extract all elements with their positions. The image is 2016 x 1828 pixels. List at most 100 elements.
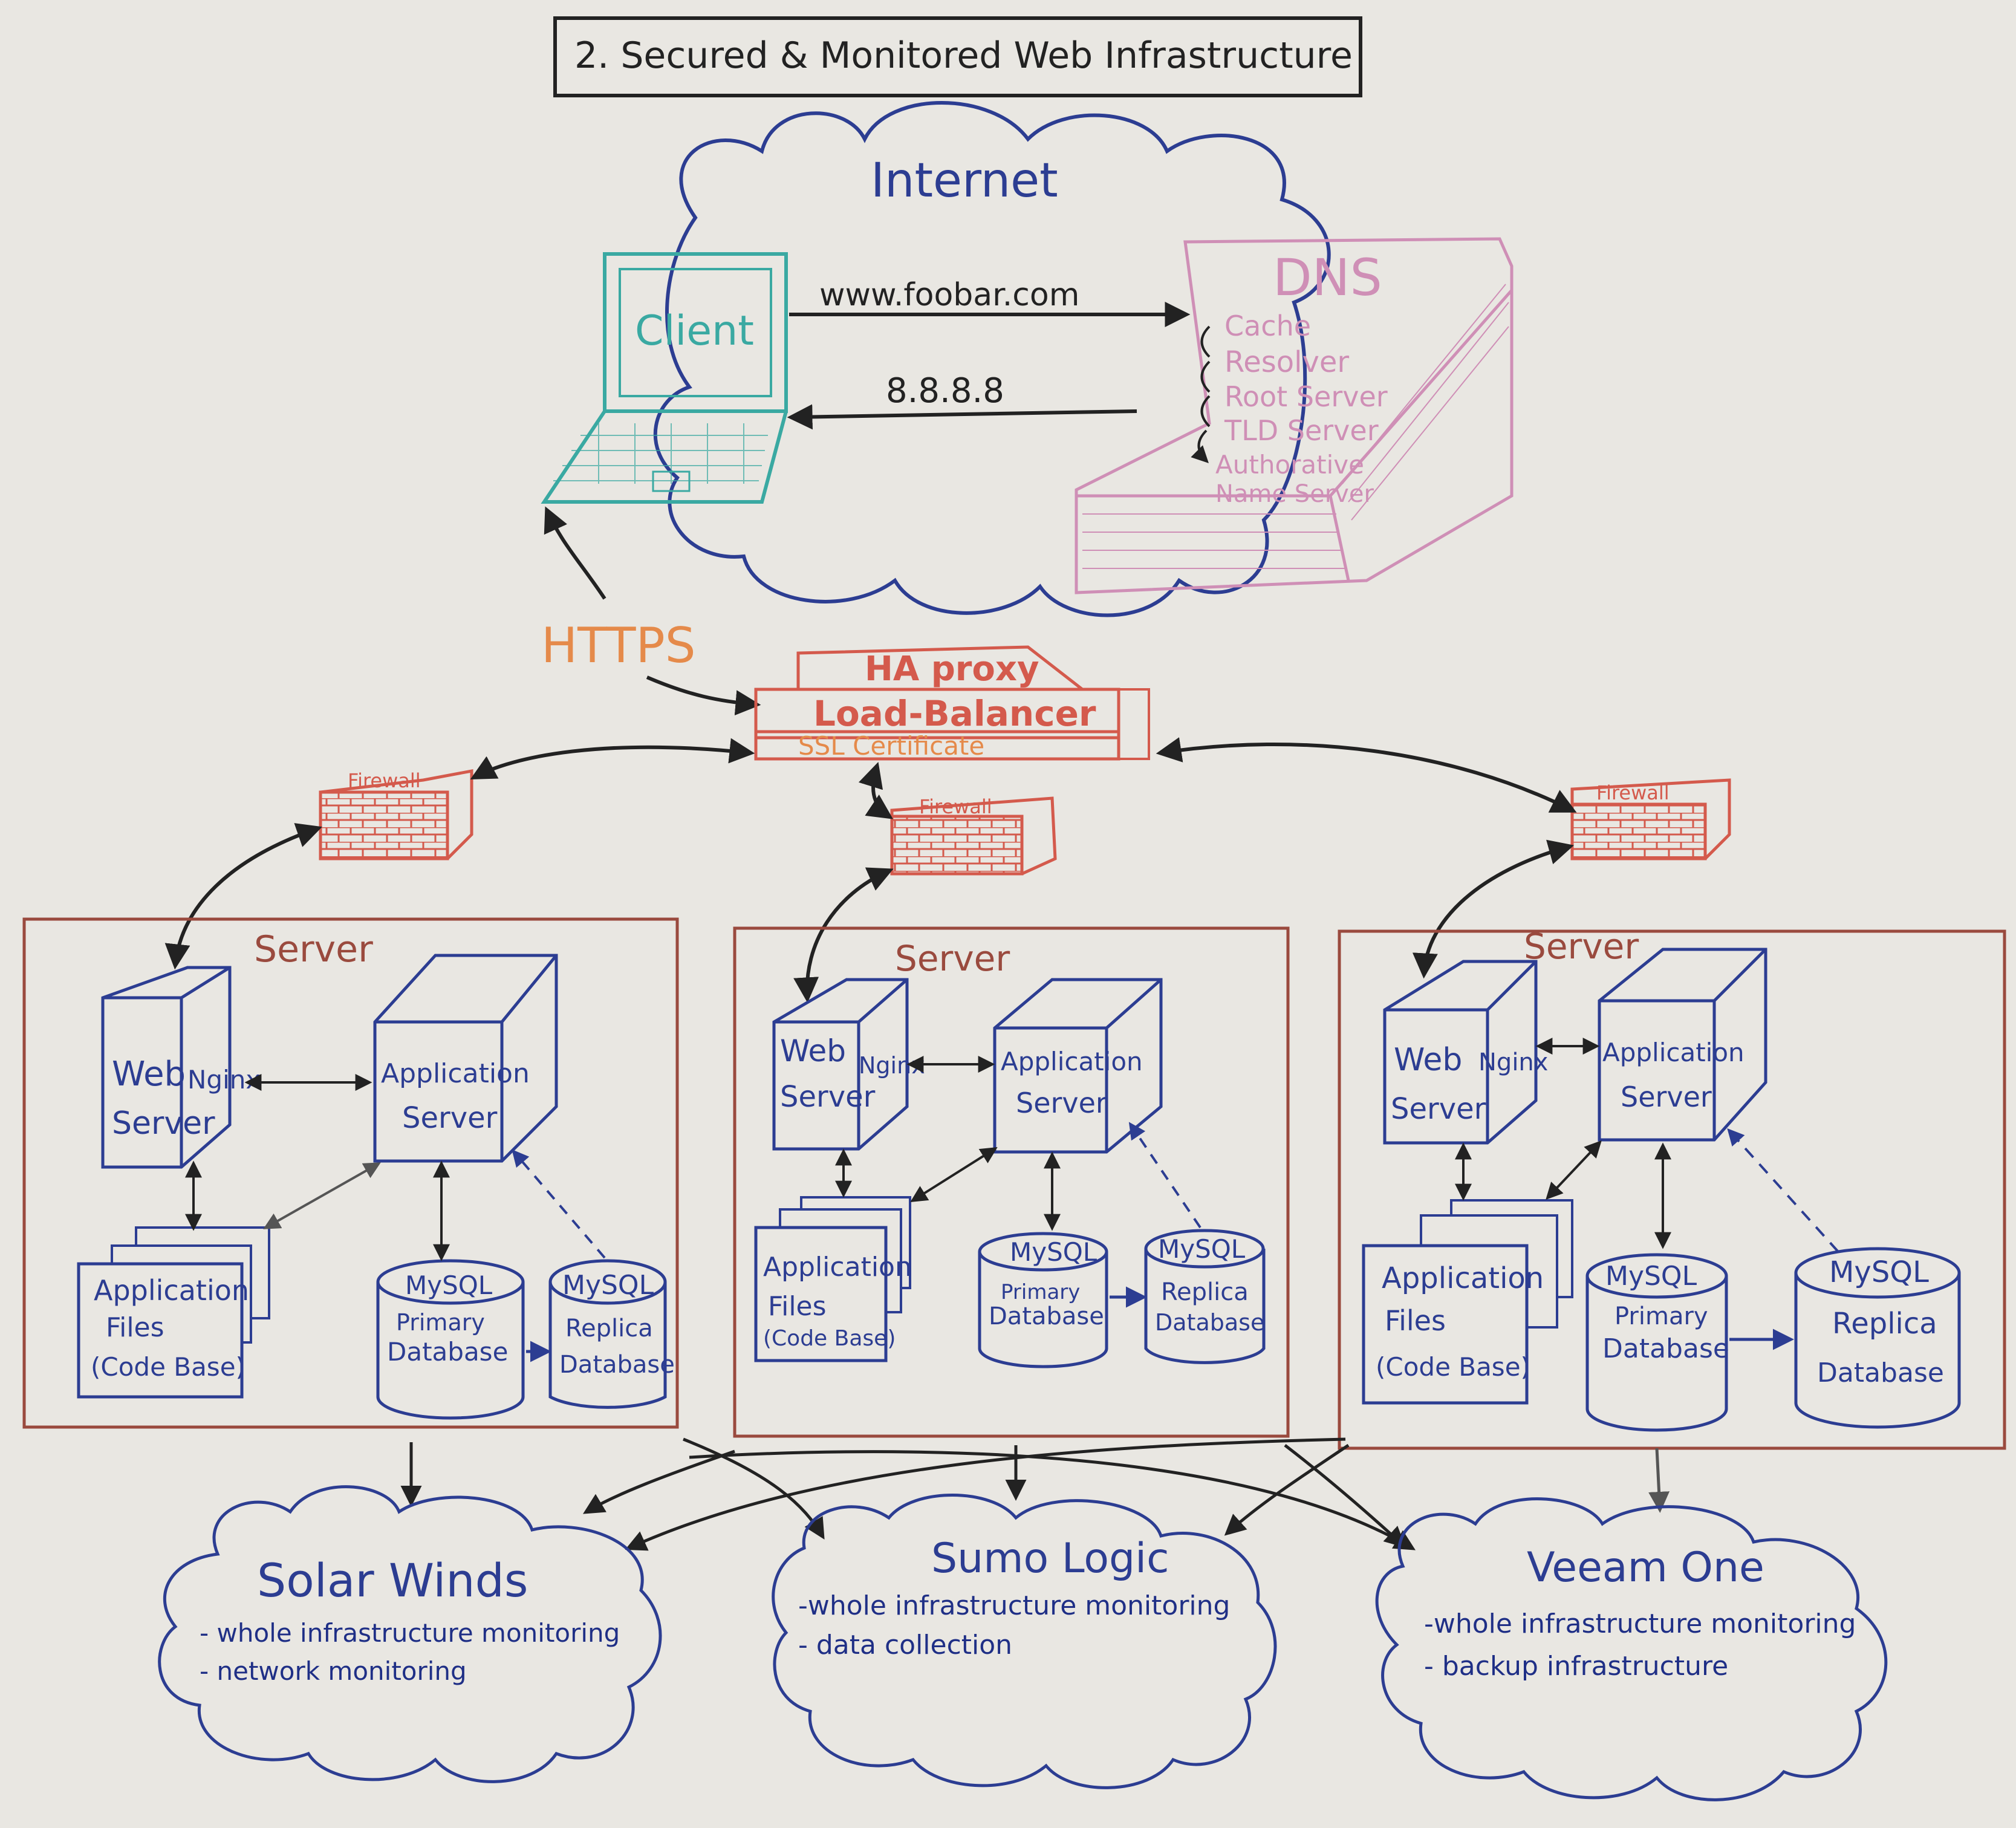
app-label-2: Server: [402, 1101, 498, 1135]
client-label: Client: [635, 307, 754, 355]
monitoring-connectors: [400, 1437, 1670, 1551]
replica-label-2: Replica: [1161, 1278, 1249, 1306]
web-server-box: Web Server Nginx: [101, 966, 261, 1169]
replica-label-3: Database: [1155, 1309, 1264, 1336]
firewall-server-connectors: [164, 823, 1575, 1003]
lb-middle-label: Load-Balancer: [813, 693, 1096, 734]
server-2-arrows: [835, 1056, 1201, 1308]
server-3: Server Web Server Nginx Application Serv…: [1338, 926, 2006, 1450]
solarwinds-item-2: - network monitoring: [200, 1656, 467, 1686]
dns-step-root: Root Server: [1224, 380, 1388, 413]
web-server-box: Web Server Nginx: [1383, 960, 1548, 1145]
server-1-label: Server: [254, 928, 373, 971]
client-laptop: Client: [541, 252, 788, 504]
firewall-center: Firewall: [890, 795, 1057, 876]
replica-label: MySQL: [562, 1270, 654, 1301]
app-label: Application: [381, 1058, 530, 1089]
nginx-label: Nginx: [1478, 1049, 1548, 1076]
primary-label: MySQL: [1605, 1261, 1697, 1292]
replica-label-3: Database: [1817, 1358, 1944, 1388]
server-3-arrows: [1455, 1038, 1839, 1350]
files-label-3: (Code Base): [1376, 1352, 1530, 1382]
server-3-label: Server: [1524, 926, 1639, 967]
internet-label: Internet: [871, 154, 1058, 208]
dns-step-resolver: Resolver: [1224, 345, 1349, 379]
load-balancer: HA proxy Load-Balancer SSL Certificate: [754, 645, 1150, 761]
app-label-2: Server: [1016, 1087, 1107, 1119]
dns-step-nameserver: Name Server: [1215, 480, 1374, 508]
web-label: Web: [780, 1033, 846, 1069]
dns-step-tld: TLD Server: [1224, 414, 1379, 447]
sumologic-item-2: - data collection: [798, 1630, 1012, 1660]
solarwinds-item-1: - whole infrastructure monitoring: [200, 1618, 620, 1648]
dns-book: DNS Cache Resolver Root Server TLD Serve…: [1075, 237, 1514, 594]
web-label-2: Server: [112, 1105, 215, 1142]
mysql-replica-db: MySQL Replica Database: [548, 1259, 675, 1409]
files-label: Application: [763, 1252, 912, 1283]
app-server-box: Application Server: [373, 954, 558, 1163]
lb-bottom-label: SSL Certificate: [798, 731, 984, 761]
server-1: Server Web Server Nginx Application Serv…: [22, 917, 679, 1429]
dns-label: DNS: [1273, 248, 1382, 307]
files-label: Application: [1382, 1261, 1544, 1295]
app-server-box: Application Server: [993, 978, 1163, 1154]
firewall-right-label: Firewall: [1596, 781, 1670, 804]
diagram-title: 2. Secured & Monitored Web Infrastructur…: [574, 34, 1353, 77]
veeamone-item-1: -whole infrastructure monitoring: [1424, 1608, 1856, 1639]
mysql-replica-db: MySQL Replica Database: [1794, 1247, 1961, 1429]
primary-label-2: Primary: [396, 1309, 485, 1336]
mysql-primary-db: MySQL Primary Database: [376, 1259, 525, 1420]
replica-label: MySQL: [1829, 1255, 1929, 1289]
solarwinds-name: Solar Winds: [257, 1553, 528, 1607]
server-2: Server Web Server Nginx Application Serv…: [733, 926, 1290, 1438]
web-label: Web: [112, 1055, 186, 1094]
replica-label-2: Replica: [565, 1315, 653, 1342]
firewall-left-label: Firewall: [348, 769, 421, 792]
files-label-2: Files: [106, 1312, 164, 1343]
replica-label-3: Database: [559, 1351, 675, 1379]
firewall-right: Firewall: [1570, 778, 1731, 860]
server-1-arrows: [185, 1074, 606, 1362]
lb-firewall-connectors: [470, 737, 1577, 819]
veeamone-item-2: - backup infrastructure: [1424, 1651, 1728, 1682]
firewall-center-label: Firewall: [919, 795, 992, 818]
dns-request-arrow: www.foobar.com: [789, 277, 1191, 327]
primary-label-3: Database: [989, 1303, 1104, 1330]
sumologic-item-1: -whole infrastructure monitoring: [798, 1590, 1230, 1621]
mysql-primary-db: MySQL Primary Database: [978, 1232, 1108, 1368]
primary-label-3: Database: [387, 1337, 508, 1367]
veeamone-cloud: Veeam One -whole infrastructure monitori…: [1375, 1497, 1888, 1801]
app-server-box: Application Server: [1598, 948, 1767, 1142]
mysql-primary-db: MySQL Primary Database: [1585, 1253, 1729, 1432]
app-label: Application: [1001, 1047, 1143, 1076]
app-label: Application: [1602, 1038, 1744, 1067]
dns-step-authorative: Authorative: [1215, 450, 1364, 480]
nginx-label: Nginx: [187, 1065, 261, 1095]
response-label: 8.8.8.8: [886, 371, 1004, 411]
https-connection: HTTPS: [541, 506, 761, 716]
primary-label-3: Database: [1602, 1333, 1729, 1364]
solarwinds-cloud: Solar Winds - whole infrastructure monit…: [158, 1485, 662, 1783]
web-label-2: Server: [1391, 1092, 1486, 1126]
files-label-3: (Code Base): [91, 1352, 245, 1382]
lb-top-label: HA proxy: [865, 649, 1039, 689]
title-box: 2. Secured & Monitored Web Infrastructur…: [553, 16, 1362, 97]
app-files-stack: Application Files (Code Base): [754, 1196, 912, 1362]
primary-label-2: Primary: [1614, 1303, 1708, 1330]
primary-label: MySQL: [1010, 1237, 1097, 1267]
dns-response-arrow: 8.8.8.8: [787, 371, 1137, 430]
files-label-3: (Code Base): [763, 1326, 896, 1351]
files-label: Application: [94, 1274, 249, 1307]
https-label: HTTPS: [541, 617, 696, 674]
app-files-stack: Application Files (Code Base): [1362, 1199, 1573, 1405]
web-label: Web: [1394, 1042, 1462, 1078]
web-label-2: Server: [780, 1080, 876, 1114]
veeamone-name: Veeam One: [1527, 1544, 1764, 1592]
mysql-replica-db: MySQL Replica Database: [1144, 1229, 1266, 1364]
replica-label-2: Replica: [1832, 1307, 1937, 1341]
primary-label-2: Primary: [1001, 1280, 1080, 1304]
dns-step-cache: Cache: [1224, 310, 1311, 342]
primary-label: MySQL: [405, 1270, 493, 1300]
replica-label: MySQL: [1158, 1234, 1246, 1264]
